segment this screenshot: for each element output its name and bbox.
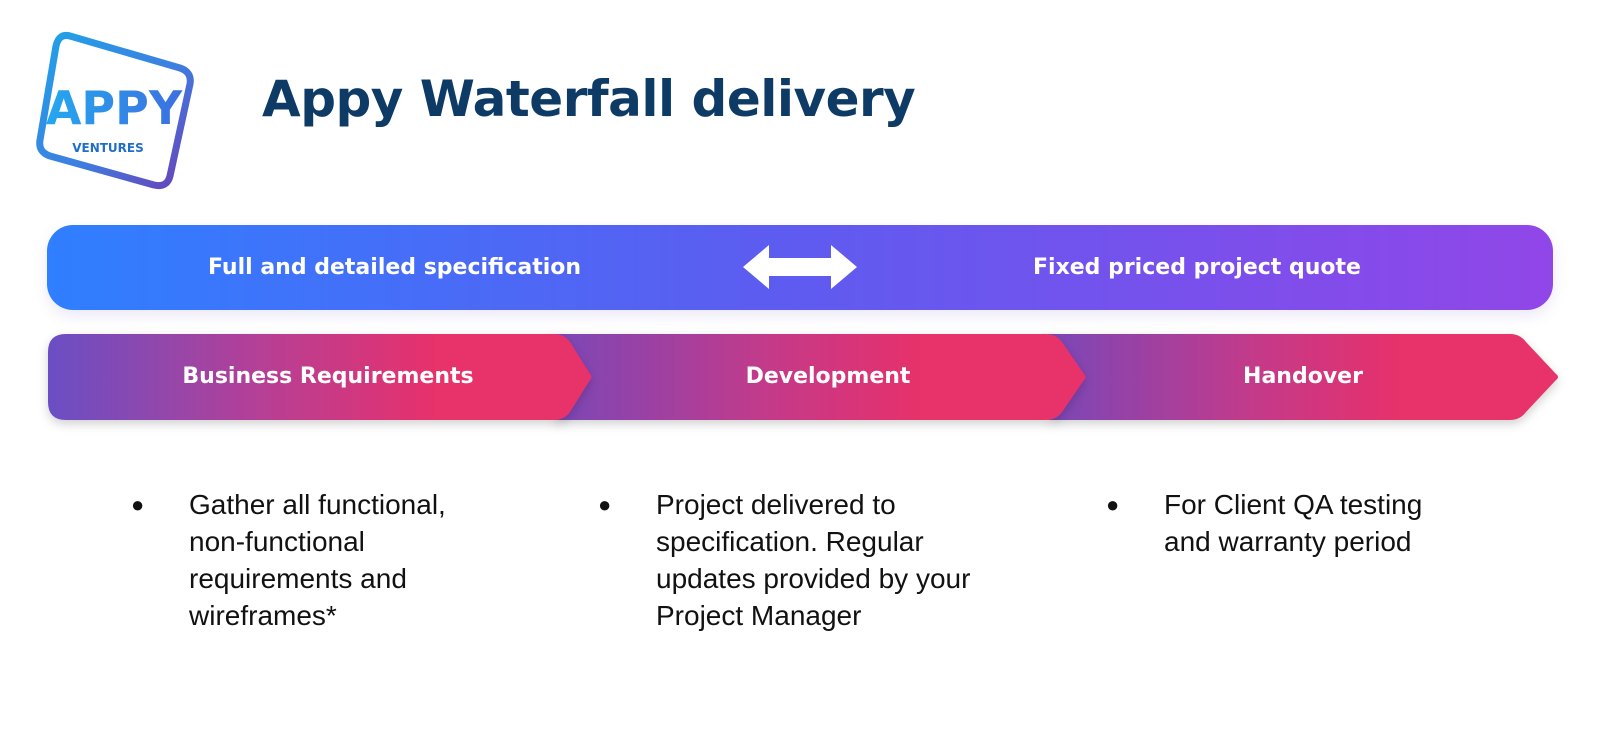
appy-ventures-logo-icon: APPY VENTURES [36, 32, 194, 190]
phase-label-business-requirements: Business Requirements [182, 364, 474, 389]
logo-sub-text: VENTURES [72, 141, 144, 155]
description-line: and warranty period [1164, 526, 1412, 557]
bullet-icon: ● [131, 492, 145, 517]
phase-chevron-business-requirements [48, 334, 592, 420]
description-line: Project Manager [656, 600, 862, 631]
appy-ventures-logo: APPY VENTURES [30, 28, 200, 193]
description-line: requirements and [189, 563, 407, 594]
phase-label-handover: Handover [1243, 364, 1363, 389]
description-line: non-functional [189, 526, 365, 557]
description-line: wireframes* [189, 600, 337, 631]
bullet-icon: ● [598, 492, 612, 517]
phase-chevron-handover [1048, 334, 1558, 420]
logo-brand-text: APPY [46, 81, 183, 135]
page-title: Appy Waterfall delivery [262, 70, 916, 128]
description-line: specification. Regular [656, 526, 924, 557]
description-text: Gather all functional, non-functional re… [189, 486, 446, 634]
quote-label: Fixed priced project quote [1033, 255, 1361, 280]
phase-chevron-development [553, 334, 1086, 420]
specification-label: Full and detailed specification [208, 255, 582, 280]
description-text: Project delivered to specification. Regu… [656, 486, 970, 634]
description-line: Project delivered to [656, 489, 896, 520]
description-text: For Client QA testing and warranty perio… [1164, 486, 1422, 560]
description-line: updates provided by your [656, 563, 971, 594]
description-line: For Client QA testing [1164, 489, 1423, 520]
bullet-icon: ● [1106, 492, 1120, 517]
double-arrow-icon [743, 243, 857, 291]
description-line: Gather all functional, [189, 489, 446, 520]
specification-quote-bar: Full and detailed specification Fixed pr… [47, 225, 1553, 310]
phase-flow: Business Requirements Development Handov… [48, 334, 1560, 420]
phase-label-development: Development [745, 364, 911, 389]
